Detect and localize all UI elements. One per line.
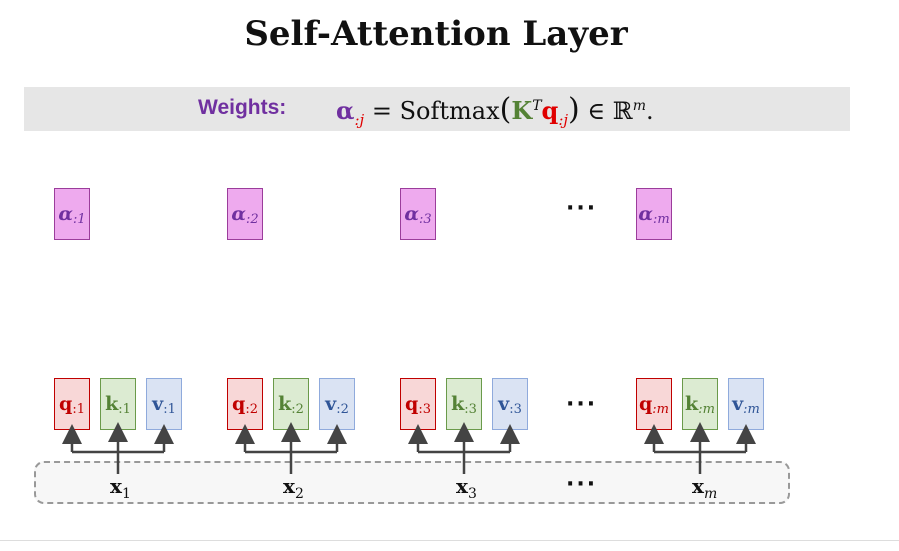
input-x-3: x3 bbox=[456, 474, 477, 502]
formula-equals: = bbox=[371, 97, 392, 125]
formula-alpha: α bbox=[336, 96, 355, 125]
key-box-2: k:2 bbox=[273, 378, 309, 430]
formula-close-paren: ) bbox=[568, 92, 580, 127]
alpha-box-1: α:1 bbox=[54, 188, 90, 240]
weights-formula: α:j = Softmax(KTq:j) ∈ ℝm. bbox=[336, 92, 654, 129]
formula-k: K bbox=[511, 96, 533, 125]
input-x-2: x2 bbox=[283, 474, 304, 502]
input-band bbox=[34, 461, 790, 504]
formula-q: q bbox=[541, 96, 559, 125]
formula-space: ℝ bbox=[612, 97, 633, 125]
formula-func: Softmax bbox=[399, 97, 500, 125]
input-ellipsis: ··· bbox=[566, 472, 598, 497]
alpha-box-m: α:m bbox=[636, 188, 672, 240]
diagram-title: Self-Attention Layer bbox=[244, 14, 628, 54]
key-box-3: k:3 bbox=[446, 378, 482, 430]
input-x-m: xm bbox=[692, 474, 718, 502]
formula-member: ∈ bbox=[587, 97, 606, 125]
alpha-box-2: α:2 bbox=[227, 188, 263, 240]
alpha-box-3: α:3 bbox=[400, 188, 436, 240]
key-box-1: k:1 bbox=[100, 378, 136, 430]
key-box-m: k:m bbox=[682, 378, 718, 430]
input-x-1: x1 bbox=[110, 474, 131, 502]
qkv-ellipsis: ··· bbox=[566, 392, 598, 417]
formula-alpha-sub: :j bbox=[354, 110, 365, 129]
query-box-3: q:3 bbox=[400, 378, 436, 430]
formula-k-sup: T bbox=[532, 98, 542, 114]
formula-banner bbox=[24, 87, 850, 131]
value-box-2: v:2 bbox=[319, 378, 355, 430]
query-box-1: q:1 bbox=[54, 378, 90, 430]
value-box-3: v:3 bbox=[492, 378, 528, 430]
formula-space-sup: m bbox=[632, 98, 647, 114]
bottom-divider bbox=[0, 540, 899, 541]
value-box-1: v:1 bbox=[146, 378, 182, 430]
formula-end: . bbox=[646, 97, 654, 125]
alpha-ellipsis: ··· bbox=[566, 196, 598, 221]
formula-q-sub: :j bbox=[558, 110, 569, 129]
weights-label: Weights: bbox=[198, 96, 287, 119]
formula-open-paren: ( bbox=[499, 92, 512, 127]
